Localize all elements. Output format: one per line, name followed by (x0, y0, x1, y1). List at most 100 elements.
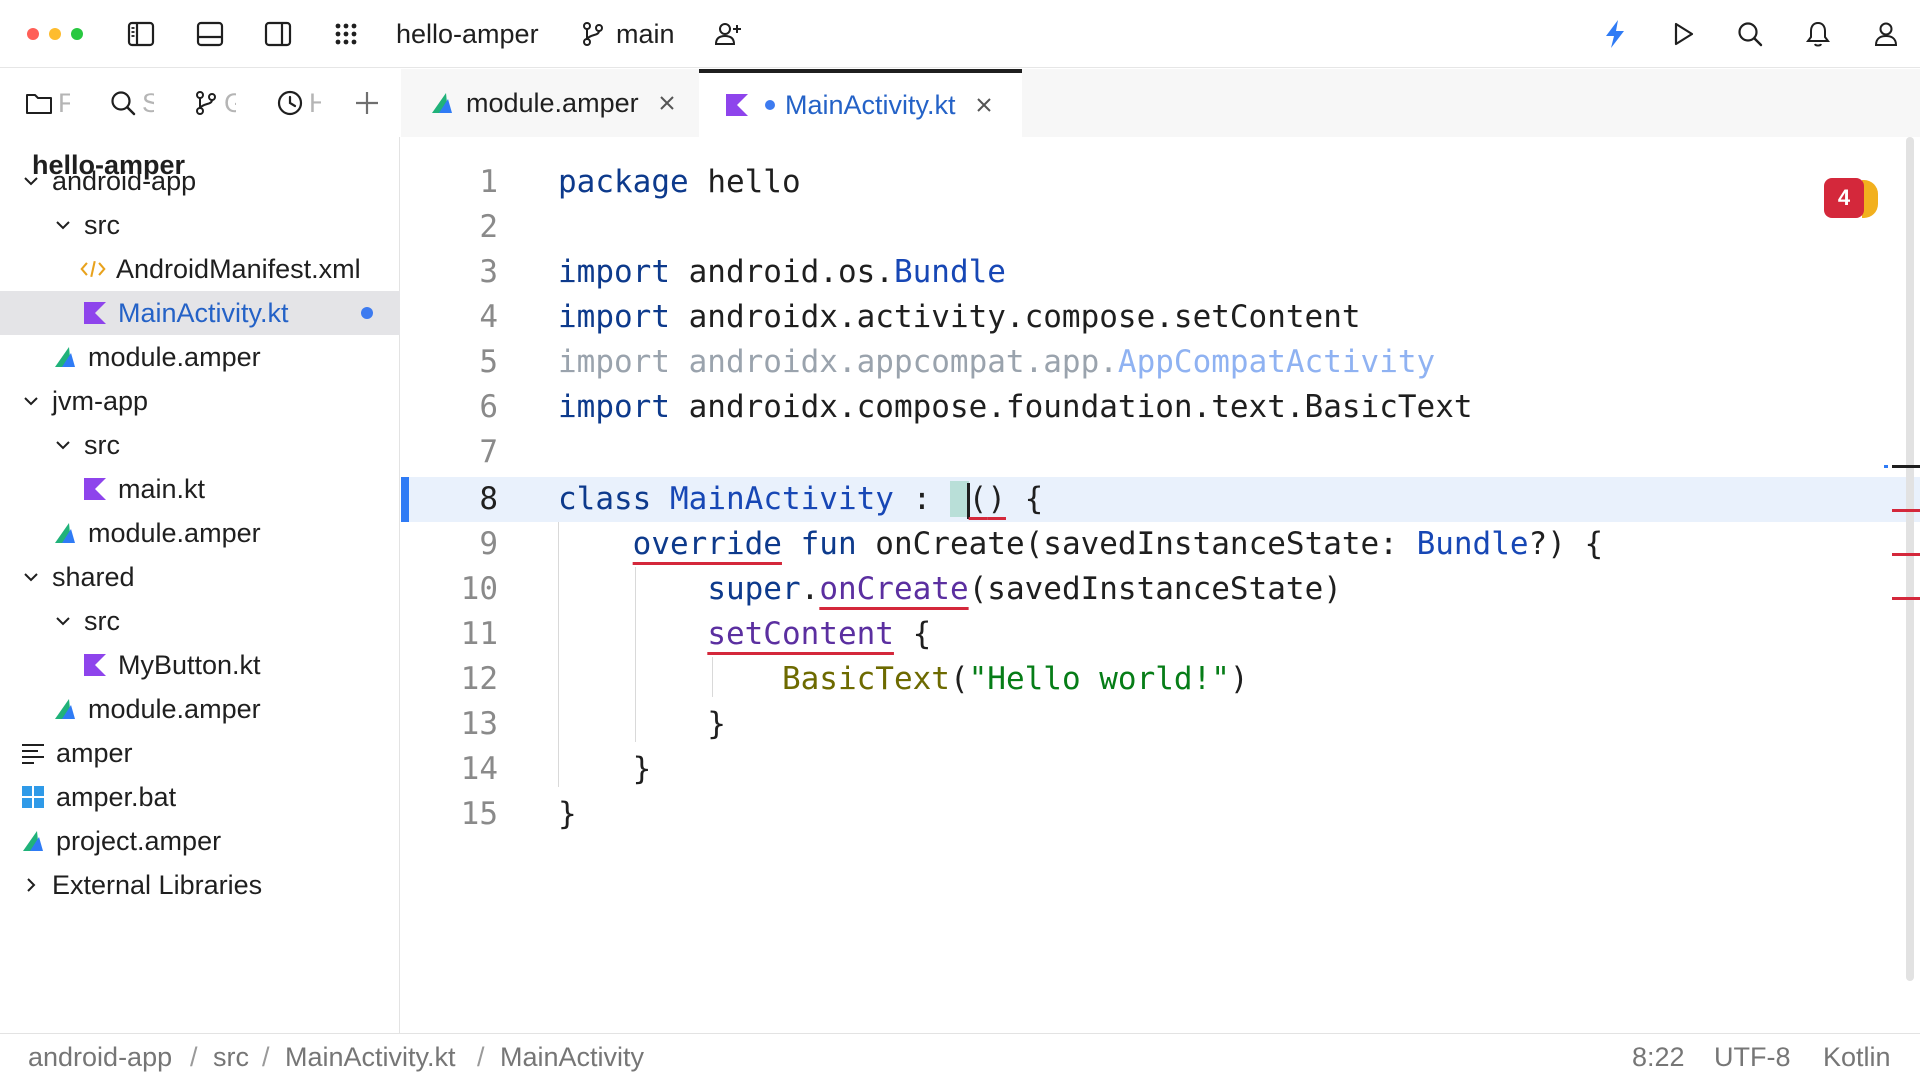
amper-icon (20, 828, 46, 854)
tree-item-src[interactable]: src (0, 599, 400, 643)
search-icon (111, 91, 136, 116)
amper-icon (52, 520, 78, 546)
grid-icon[interactable] (328, 16, 364, 52)
tree-item-shared[interactable]: shared (0, 555, 400, 599)
code-text[interactable]: super.onCreate(savedInstanceState) (707, 571, 1342, 607)
code-text[interactable]: } (558, 751, 652, 787)
modified-indicator (361, 307, 373, 319)
tree-item-androidmanifest[interactable]: AndroidManifest.xml (0, 247, 400, 291)
tree-item-label: External Libraries (52, 869, 263, 900)
tree-item-module-amper[interactable]: module.amper (0, 511, 400, 555)
file-language[interactable]: Kotlin (1823, 1042, 1891, 1072)
code-text[interactable]: import androidx.activity.compose.setCont… (558, 299, 1361, 335)
problems-badge[interactable]: 4 (1824, 178, 1864, 218)
tab-mainactivity[interactable]: MainActivity.kt (699, 69, 1022, 137)
indent-guide (558, 522, 559, 787)
tool-tab-project[interactable]: F (24, 85, 70, 121)
add-user-icon[interactable] (710, 16, 746, 52)
zoom-window-button[interactable] (71, 28, 83, 40)
tree-item-android-app[interactable]: android-app (0, 159, 400, 203)
chevron-down-icon[interactable] (52, 214, 74, 236)
text-file-icon (20, 740, 46, 766)
error-stripe[interactable] (1892, 509, 1920, 512)
current-line-marker (401, 477, 409, 522)
tree-item-label: AndroidManifest.xml (116, 253, 361, 284)
close-icon[interactable] (976, 97, 992, 113)
line-number: 11 (460, 616, 498, 652)
tree-item-src[interactable]: src (0, 423, 400, 467)
windows-icon (20, 784, 46, 810)
tool-tab-history[interactable]: H (275, 85, 321, 121)
breadcrumb-item[interactable]: MainActivity.kt (285, 1042, 456, 1072)
line-number: 10 (460, 571, 498, 607)
tree-item-jvm-app[interactable]: jvm-app (0, 379, 400, 423)
code-line: 10 super.onCreate(savedInstanceState) (401, 567, 1920, 612)
editor-tab-bar: module.amper MainActivity.kt (401, 69, 1920, 137)
lightning-icon[interactable] (1597, 16, 1633, 52)
chevron-down-icon[interactable] (20, 566, 42, 588)
code-text[interactable]: import android.os.Bundle (558, 254, 1006, 290)
vertical-scrollbar[interactable] (1906, 137, 1914, 981)
code-text[interactable]: BasicText("Hello world!") (781, 661, 1249, 697)
tree-item-project-amper[interactable]: project.amper (0, 819, 400, 863)
sidebar-right-icon[interactable] (260, 16, 296, 52)
bell-icon[interactable] (1800, 16, 1836, 52)
breadcrumb-item[interactable]: MainActivity (500, 1042, 645, 1072)
branch-name[interactable]: main (616, 19, 675, 49)
tree-item-mybutton-kt[interactable]: MyButton.kt (0, 643, 400, 687)
breadcrumb-item[interactable]: src (213, 1042, 249, 1072)
tool-tab-search[interactable]: S (108, 85, 154, 121)
tab-module-amper[interactable]: module.amper (401, 69, 697, 137)
tree-item-module-amper[interactable]: module.amper (0, 335, 400, 379)
line-number: 5 (479, 344, 498, 380)
close-window-button[interactable] (27, 28, 39, 40)
code-text[interactable]: override fun onCreate(savedInstanceState… (632, 526, 1604, 562)
chevron-down-icon[interactable] (52, 434, 74, 456)
user-icon[interactable] (1868, 16, 1904, 52)
code-text[interactable]: class MainActivity : () { (558, 481, 1044, 519)
branch-icon[interactable] (575, 16, 611, 52)
tool-tab-stub: H (309, 87, 321, 118)
code-text[interactable]: } (558, 706, 726, 742)
tool-tab-git[interactable]: G (192, 85, 236, 121)
tree-item-src[interactable]: src (0, 203, 400, 247)
error-stripe[interactable] (1892, 597, 1920, 600)
code-text[interactable]: import androidx.compose.foundation.text.… (558, 389, 1473, 425)
add-tool-tab-button[interactable] (352, 85, 382, 121)
cursor-position[interactable]: 8:22 (1632, 1042, 1685, 1072)
breadcrumb-separator: / (190, 1042, 198, 1072)
tree-item-external-libraries[interactable]: External Libraries (0, 863, 400, 907)
current-line-highlight (401, 477, 1920, 522)
tree-item-main-kt[interactable]: main.kt (0, 467, 400, 511)
code-editor[interactable]: 1 package hello 2 3 import android.os.Bu… (401, 137, 1920, 1033)
project-name[interactable]: hello-amper (396, 19, 539, 49)
file-encoding[interactable]: UTF-8 (1714, 1042, 1791, 1072)
tree-item-amper-bat[interactable]: amper.bat (0, 775, 400, 819)
line-number: 12 (460, 661, 498, 697)
plus-icon (356, 92, 378, 114)
panel-bottom-icon[interactable] (192, 16, 228, 52)
code-text[interactable]: package hello (558, 164, 801, 200)
search-icon[interactable] (1732, 16, 1768, 52)
project-root[interactable]: hello-amper (32, 150, 186, 180)
chevron-down-icon[interactable] (20, 390, 42, 412)
tree-item-module-amper[interactable]: module.amper (0, 687, 400, 731)
code-text[interactable]: } (558, 796, 577, 832)
code-text[interactable]: setContent { (707, 616, 932, 652)
close-icon[interactable] (659, 95, 675, 111)
run-icon[interactable] (1665, 16, 1701, 52)
sidebar-left-icon[interactable] (123, 16, 159, 52)
line-number: 7 (479, 434, 498, 470)
tree-item-label: module.amper (88, 517, 261, 548)
error-stripe[interactable] (1892, 553, 1920, 556)
tree-item-mainactivity[interactable]: MainActivity.kt (0, 291, 400, 335)
amper-icon (430, 90, 456, 116)
chevron-right-icon[interactable] (20, 874, 42, 896)
minimize-window-button[interactable] (49, 28, 61, 40)
chevron-down-icon[interactable] (52, 610, 74, 632)
chevron-down-icon[interactable] (20, 170, 42, 192)
indent-guide (712, 657, 713, 697)
tree-item-amper[interactable]: amper (0, 731, 400, 775)
breadcrumb-item[interactable]: android-app (28, 1042, 173, 1072)
code-text[interactable]: import androidx.appcompat.app.AppCompatA… (558, 344, 1436, 380)
